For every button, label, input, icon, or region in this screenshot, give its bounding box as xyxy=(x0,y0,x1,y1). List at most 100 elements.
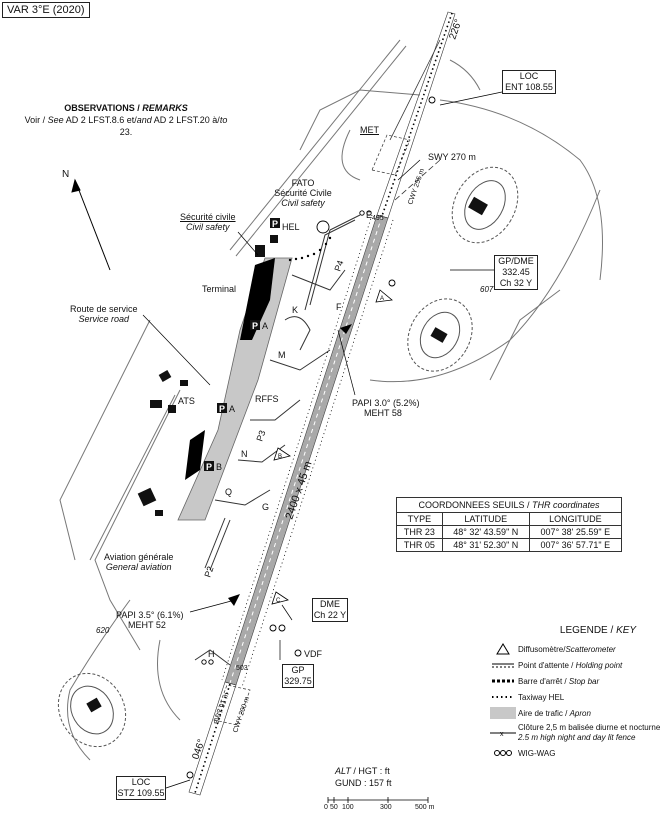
obs-part: to xyxy=(219,115,228,125)
apron-area xyxy=(177,257,293,521)
taxiway-f: F xyxy=(336,302,342,312)
scale-tick-500: 500 m xyxy=(415,804,435,811)
legend-item-apron: Aire de trafic / Apron xyxy=(488,705,668,721)
terminal-label: Terminal xyxy=(202,284,237,294)
runway xyxy=(188,11,456,796)
gp-dme-title: GP/DME xyxy=(498,256,534,266)
legend-text: Scatterometer xyxy=(565,644,616,654)
dme-ch: Ch 22 Y xyxy=(313,610,347,620)
legend-item-scatterometer: Diffusomètre/Scatterometer xyxy=(488,641,668,657)
dme-box: DME Ch 22 Y xyxy=(312,598,348,622)
papi-south-slope: PAPI 3.5° (6.1%) xyxy=(116,610,184,620)
legend: LEGENDE / KEY Diffusomètre/Scatterometer… xyxy=(488,625,668,761)
spot-607: 607 xyxy=(480,285,494,294)
scale-bar xyxy=(327,797,429,803)
taxiway-e: E xyxy=(366,210,372,220)
hel-label: HEL xyxy=(282,222,300,232)
service-road-en: Service road xyxy=(78,314,130,324)
papi-north-label: PAPI 3.0° (5.2%) MEHT 58 xyxy=(352,398,419,418)
roads-layer xyxy=(59,39,603,761)
obs-part: and xyxy=(136,115,152,125)
legend-item-stop-bar: Barre d'arrêt / Stop bar xyxy=(488,673,668,689)
thr-caption: COORDONNEES SEUILS / THR coordinates xyxy=(396,497,622,512)
observations-heading-en: REMARKS xyxy=(142,103,188,113)
scale-tick-0: 0 xyxy=(324,804,328,811)
parking-ats: P xyxy=(219,404,225,414)
north-arrow xyxy=(71,178,111,271)
legend-item-wigwag: WIG-WAG xyxy=(488,745,668,761)
obs-part: Voir / xyxy=(24,115,48,125)
legend-text: Point d'attente / xyxy=(518,660,576,670)
service-road-label: Route de service Service road xyxy=(70,304,138,324)
service-road-fr: Route de service xyxy=(70,304,138,314)
hel-taxiway-icon xyxy=(488,691,518,703)
elevation-unit: : ft xyxy=(377,766,390,776)
thr-caption-en: THR coordinates xyxy=(532,500,600,510)
holding-point-icon xyxy=(488,659,518,671)
legend-text: Diffusomètre/ xyxy=(518,644,566,654)
taxiway-m: M xyxy=(278,350,286,360)
papi-north-meht: MEHT 58 xyxy=(364,408,402,418)
table-row: THR 05 48° 31' 52.30" N 007° 36' 57.71" … xyxy=(396,538,623,552)
gp-box: GP 329.75 xyxy=(282,664,314,688)
thr-elev-north: 495 xyxy=(372,215,384,222)
wigwag-icon xyxy=(488,747,518,759)
legend-text: Aire de trafic / xyxy=(518,708,570,718)
thr-cell: THR 05 xyxy=(396,538,443,552)
civil-safety-en: Civil safety xyxy=(186,222,230,232)
legend-title: LEGENDE / KEY xyxy=(488,625,668,636)
svg-text:x: x xyxy=(500,731,504,737)
general-aviation-label: Aviation générale General aviation xyxy=(104,552,173,572)
papi-symbols xyxy=(228,324,352,606)
observations-heading-fr: OBSERVATIONS xyxy=(64,103,135,113)
wigwag-symbols xyxy=(201,210,372,665)
loc-south-box: LOC STZ 109.55 xyxy=(116,776,166,800)
scatterometer-icon xyxy=(488,643,518,655)
legend-text: Apron xyxy=(569,708,591,718)
obs-part: AD 2 LFST.8.6 et/ xyxy=(63,115,137,125)
scatterometer-a-label: A xyxy=(380,296,384,302)
buildings xyxy=(86,196,488,713)
fato-label: FATO Sécurité Civile Civil safety xyxy=(268,178,338,208)
legend-title-fr: LEGENDE / xyxy=(559,625,617,636)
papi-south-label: PAPI 3.5° (6.1%) MEHT 52 xyxy=(116,610,183,630)
fato-line2: Sécurité Civile xyxy=(274,188,332,198)
taxiway-k: K xyxy=(292,305,298,315)
scatterometers xyxy=(271,289,393,605)
apron-b: B xyxy=(216,462,222,472)
north-label: N xyxy=(62,169,70,180)
scale-tick-50: 50 xyxy=(330,804,338,811)
ats-label: ATS xyxy=(178,396,195,406)
thr-elev-south: 503 xyxy=(236,665,248,672)
apron-a-south: A xyxy=(229,404,235,414)
thr-cell: 007° 38' 25.59" E xyxy=(528,525,623,539)
loc-south-freq: STZ 109.55 xyxy=(117,788,165,798)
stop-bar-icon xyxy=(488,675,518,687)
runway-heading-226: 226° xyxy=(447,18,464,41)
thr-header-lat: LATITUDE xyxy=(441,512,530,526)
obs-part: 23. xyxy=(119,127,133,137)
parking-hel: P xyxy=(272,219,278,229)
thr-cell: 48° 32' 43.59" N xyxy=(441,525,530,539)
observations-heading: OBSERVATIONS / REMARKS xyxy=(64,103,188,113)
legend-text: Barre d'arrêt / xyxy=(518,676,569,686)
dme-title: DME xyxy=(320,599,340,609)
perimeter-fence xyxy=(389,39,441,201)
obs-part: AD 2 LFST.20 à/ xyxy=(151,115,220,125)
legend-item-hel-taxiway: Taxiway HEL xyxy=(488,689,668,705)
gp-dme-freq: 332.45 xyxy=(502,267,530,277)
fence-icon: x xyxy=(488,727,518,739)
legend-text: Stop bar xyxy=(568,676,600,686)
scale-tick-300: 300 xyxy=(380,804,392,811)
taxiway-letters: K M N Q E F G H P3 P4 P2 A A B xyxy=(202,210,372,659)
taxiway-p2: P2 xyxy=(202,565,215,579)
observations-block: OBSERVATIONS / REMARKS Voir / See AD 2 L… xyxy=(22,102,230,138)
gp-dme-ch: Ch 32 Y xyxy=(499,278,533,288)
fato-line3: Civil safety xyxy=(281,198,325,208)
magnetic-variation-title: VAR 3°E (2020) xyxy=(2,2,90,18)
scatterometer-c-label: C xyxy=(276,598,281,604)
general-aviation-fr: Aviation générale xyxy=(104,552,174,562)
loc-north-box: LOC ENT 108.55 xyxy=(502,70,556,94)
parking-b: P xyxy=(206,462,212,472)
